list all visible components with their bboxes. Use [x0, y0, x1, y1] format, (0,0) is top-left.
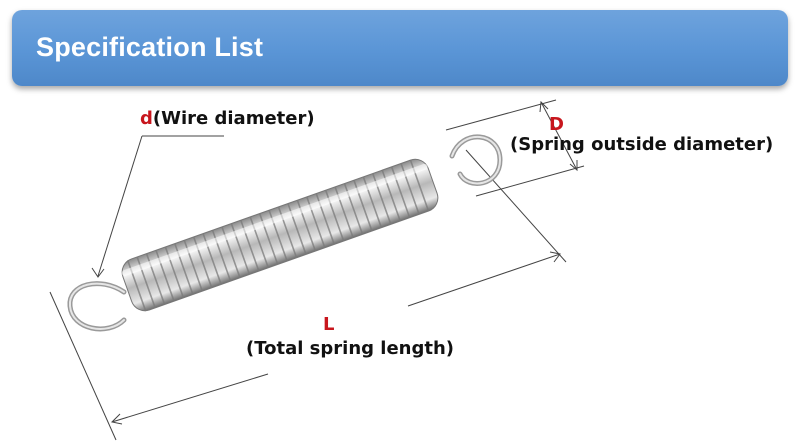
- wire-diameter-symbol: d: [140, 108, 153, 129]
- total-length-extension-right: [465, 149, 567, 263]
- total-length-arrow-left: [110, 413, 123, 425]
- total-length-text: (Total spring length): [246, 338, 455, 359]
- total-length-line-left: [111, 373, 269, 423]
- outside-diameter-arrow-top: [539, 100, 549, 113]
- wire-diameter-text: (Wire diameter): [152, 108, 315, 129]
- outside-diameter-ext-bottom: [475, 165, 585, 197]
- outside-diameter-symbol: D: [549, 114, 564, 135]
- spring-coil-body: [121, 158, 439, 312]
- wire-diameter-pointer-line: [97, 135, 143, 277]
- outside-diameter-line: [540, 101, 578, 171]
- outside-diameter-text: (Spring outside diameter): [510, 134, 774, 155]
- spring-image: [67, 134, 503, 332]
- page-title: Specification List: [36, 32, 264, 62]
- dimension-lines: [49, 99, 585, 441]
- wire-diameter-label: d(Wire diameter): [140, 110, 315, 128]
- total-length-arrow-right: [549, 251, 561, 263]
- outside-diameter-ext-top: [445, 99, 557, 131]
- outside-diameter-arrow-bottom: [569, 160, 578, 172]
- total-length-symbol: L: [323, 314, 335, 335]
- header-banner: Specification List: [12, 10, 788, 86]
- total-length-extension-left: [49, 291, 117, 441]
- total-length-line-right: [407, 253, 561, 307]
- wire-diameter-arrowhead: [91, 267, 105, 278]
